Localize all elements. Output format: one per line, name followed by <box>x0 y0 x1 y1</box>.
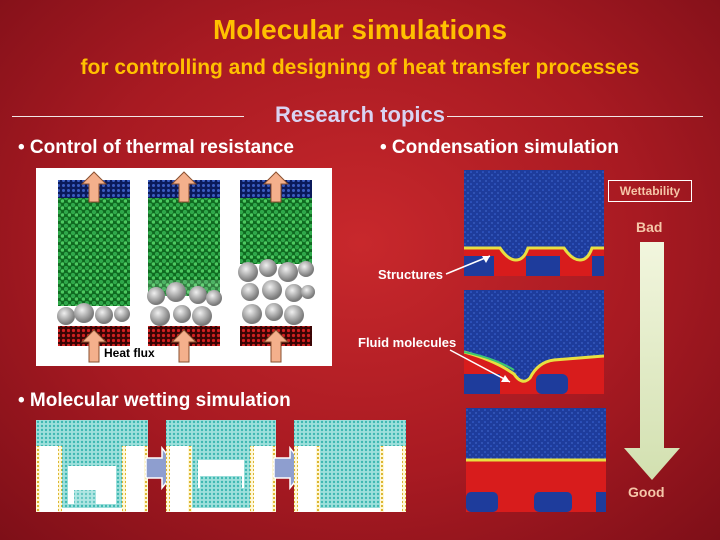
wettability-label: Wettability <box>608 180 692 202</box>
heat-flux-arrows-bottom <box>80 329 290 363</box>
condensation-frame-good <box>466 408 606 512</box>
thermal-resistance-figure: Heat flux <box>36 168 332 366</box>
column-2 <box>147 180 222 346</box>
slide-title: Molecular simulations <box>212 14 508 45</box>
structures-label: Structures <box>378 267 444 282</box>
thermal-columns-svg <box>57 171 315 363</box>
wetting-figure <box>36 420 406 512</box>
good-label: Good <box>628 484 665 500</box>
fluid-molecules-label: Fluid molecules <box>358 335 457 350</box>
topic-thermal-resistance: • Control of thermal resistance <box>18 137 294 158</box>
wetting-frame-3 <box>294 420 406 512</box>
topic-wetting: • Molecular wetting simulation <box>18 390 291 411</box>
wetting-frame-1 <box>36 420 148 512</box>
wetting-frame-2 <box>166 420 276 512</box>
condensation-frame-bad <box>464 170 604 276</box>
wetting-svg <box>36 420 406 512</box>
column-1 <box>57 180 130 346</box>
topic-condensation: • Condensation simulation <box>380 137 619 158</box>
structures-pointer-arrow-icon <box>445 255 491 275</box>
slide-subtitle: for controlling and designing of heat tr… <box>80 56 640 79</box>
divider-left <box>12 116 244 117</box>
bad-label: Bad <box>636 219 663 235</box>
wettability-down-arrow-icon <box>624 242 680 480</box>
section-heading: Research topics <box>275 102 445 127</box>
heat-flux-label: Heat flux <box>104 346 155 360</box>
divider-right <box>447 116 703 117</box>
fluid-pointer-arrow-icon <box>449 349 511 383</box>
condensation-frame-mid <box>463 290 605 394</box>
heat-flux-arrows-top <box>80 171 290 203</box>
column-3 <box>238 180 315 346</box>
